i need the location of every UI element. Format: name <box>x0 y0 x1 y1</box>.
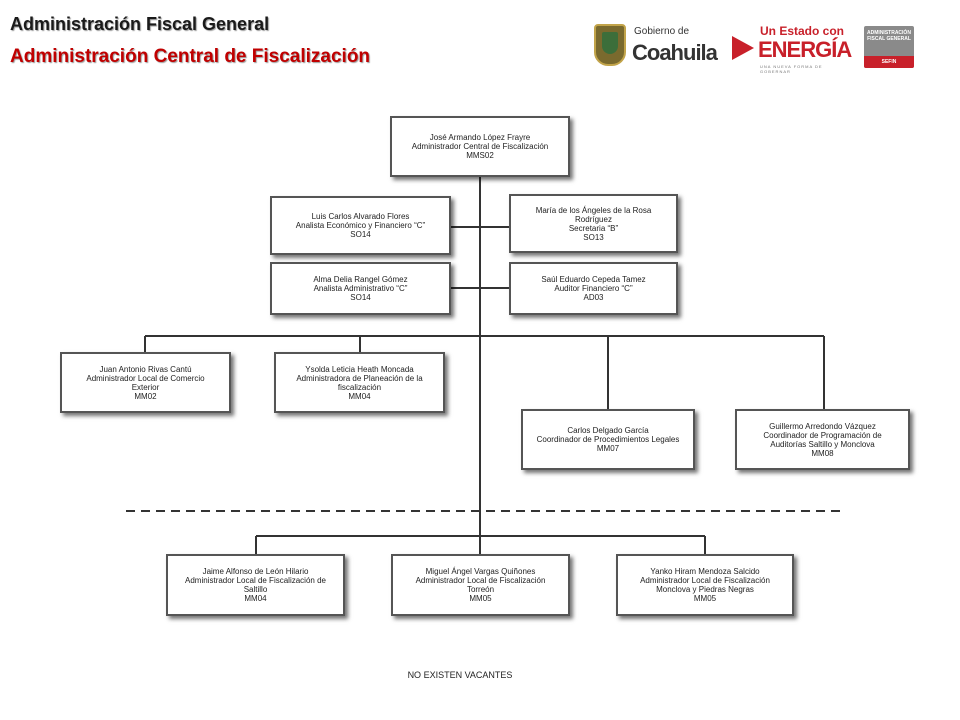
node-maria: María de los Ángeles de la Rosa Rodrígue… <box>509 194 678 253</box>
node-guillermo: Guillermo Arredondo Vázquez Coordinador … <box>735 409 910 470</box>
node-root: José Armando López Frayre Administrador … <box>390 116 570 177</box>
node-title: Administrador Local de Fiscalización <box>415 576 546 585</box>
node-title: Administrador Central de Fiscalización <box>411 142 549 151</box>
node-name: José Armando López Frayre <box>429 133 531 142</box>
node-title: Auditorías Saltillo y Monclova <box>770 439 875 449</box>
node-code: SO14 <box>350 230 371 239</box>
node-title: Saltillo <box>243 585 268 594</box>
node-name: Juan Antonio Rivas Cantú <box>99 364 192 374</box>
node-title: Monclova y Piedras Negras <box>656 585 754 594</box>
node-title: Administrador Local de Comercio <box>86 373 205 383</box>
node-code: AD03 <box>583 293 604 302</box>
node-title: Administradora de Planeación de la <box>296 373 423 383</box>
node-yanko: Yanko Hiram Mendoza Salcido Administrado… <box>616 554 794 616</box>
node-title: Coordinador de Procedimientos Legales <box>536 435 680 444</box>
node-miguel: Miguel Ángel Vargas Quiñones Administrad… <box>391 554 570 616</box>
node-ysolda: Ysolda Leticia Heath Moncada Administrad… <box>274 352 445 413</box>
node-title: Auditor Financiero “C” <box>554 284 633 293</box>
energia-logo: Un Estado con ENERGÍA UNA NUEVA FORMA DE… <box>732 24 854 74</box>
coahuila-logo-small-text: Gobierno de <box>634 26 690 37</box>
header-subtitle: Administración Central de Fiscalización <box>10 46 371 67</box>
arrow-icon <box>732 36 754 60</box>
node-saul: Saúl Eduardo Cepeda Tamez Auditor Financ… <box>509 262 678 315</box>
node-title: Rodríguez <box>575 214 612 224</box>
node-name: Carlos Delgado García <box>567 426 649 435</box>
node-title: Administrador Local de Fiscalización de <box>185 576 326 585</box>
node-title: fiscalización <box>337 382 382 392</box>
node-code: MM05 <box>469 594 492 603</box>
node-luis: Luis Carlos Alvarado Flores Analista Eco… <box>270 196 451 255</box>
node-title: Analista Administrativo “C” <box>313 284 408 293</box>
node-code: SO14 <box>350 293 371 302</box>
node-title: Exterior <box>131 382 160 392</box>
node-code: SO13 <box>583 232 604 242</box>
node-carlos: Carlos Delgado García Coordinador de Pro… <box>521 409 695 470</box>
node-code: MM07 <box>596 444 620 453</box>
afg-logo-bar: SEFIN <box>864 56 914 68</box>
node-name: Miguel Ángel Vargas Quiñones <box>425 567 536 576</box>
node-code: MM04 <box>348 391 371 401</box>
node-title: Administrador Local de Fiscalización <box>640 576 770 585</box>
afg-logo-text: ADMINISTRACIÓN FISCAL GENERAL <box>867 30 911 42</box>
node-name: Luis Carlos Alvarado Flores <box>311 212 410 221</box>
vacancies-note: NO EXISTEN VACANTES <box>407 670 513 680</box>
node-name: María de los Ángeles de la Rosa <box>535 205 652 215</box>
node-name: Saúl Eduardo Cepeda Tamez <box>541 275 646 284</box>
node-title: Coordinador de Programación de <box>763 430 882 440</box>
node-jaime: Jaime Alfonso de León Hilario Administra… <box>166 554 345 616</box>
node-code: MM04 <box>244 594 267 603</box>
node-title: Analista Económico y Financiero “C” <box>295 221 426 230</box>
energia-logo-tagline: UNA NUEVA FORMA DE GOBERNAR <box>760 64 823 74</box>
node-name: Guillermo Arredondo Vázquez <box>769 421 876 431</box>
node-title: Secretaria “B” <box>568 223 619 233</box>
node-code: MMS02 <box>466 151 494 160</box>
node-name: Yanko Hiram Mendoza Salcido <box>650 567 760 576</box>
coahuila-logo: Gobierno de Coahuila <box>594 22 720 72</box>
energia-logo-top-text: Un Estado con <box>760 24 845 38</box>
coahuila-logo-text: Coahuila <box>632 40 718 65</box>
node-name: Ysolda Leticia Heath Moncada <box>305 364 414 374</box>
node-name: Jaime Alfonso de León Hilario <box>202 567 309 576</box>
header-title: Administración Fiscal General <box>10 14 270 34</box>
coat-of-arms-icon <box>594 24 626 66</box>
node-juan: Juan Antonio Rivas Cantú Administrador L… <box>60 352 231 413</box>
energia-logo-text: ENERGÍA <box>758 37 852 62</box>
node-name: Alma Delia Rangel Gómez <box>313 275 408 284</box>
node-alma: Alma Delia Rangel Gómez Analista Adminis… <box>270 262 451 315</box>
node-code: MM05 <box>693 594 717 603</box>
afg-logo: ADMINISTRACIÓN FISCAL GENERAL SEFIN <box>864 26 914 68</box>
node-code: MM08 <box>811 448 834 458</box>
node-code: MM02 <box>134 391 157 401</box>
node-title: Torreón <box>466 585 495 594</box>
